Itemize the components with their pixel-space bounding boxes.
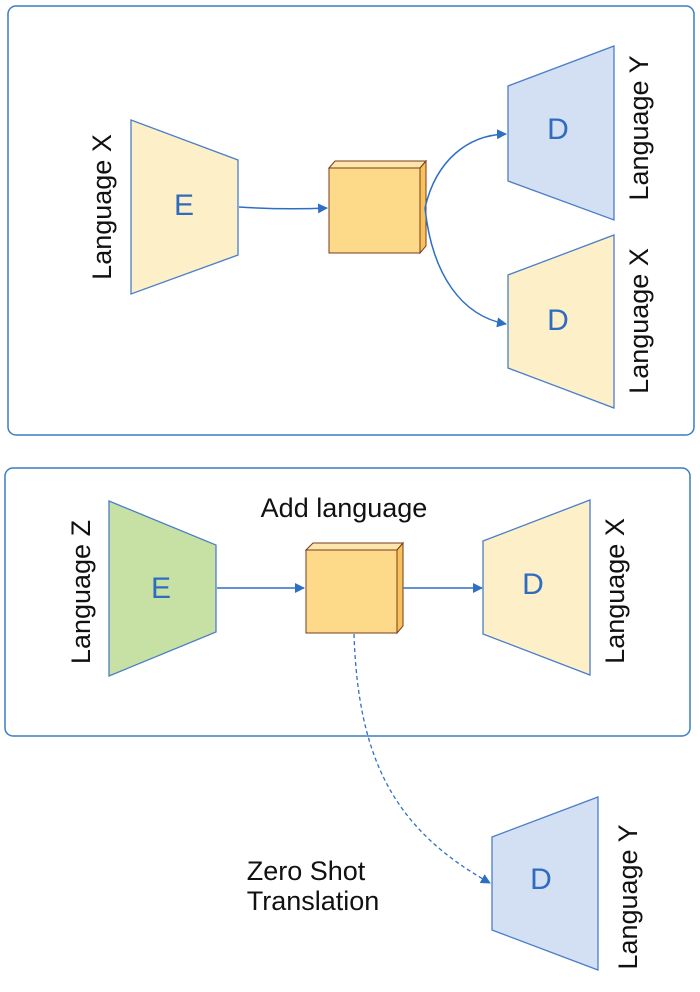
top-latent-cube-top [327,160,428,169]
bottom-panel: Add language E Language Z D Language X [4,467,691,737]
top-decoder-language-x-shape [507,234,615,409]
bottom-encoder-shape [108,500,217,677]
top-edge-latent-to-decoder-x [424,207,507,328]
top-decoder-language-y-shape [507,45,615,221]
top-decoder-language-y-label: Language Y [624,55,654,200]
top-panel: E Language X D Language Y D Language X [7,5,695,436]
top-latent-cube [327,159,428,255]
bottom-decoder-language-x-shape [482,499,591,676]
bottom-latent-cube-side [396,541,404,635]
top-encoder-shape [130,119,239,295]
top-decoder-language-x-label: Language X [624,248,654,394]
zero-shot-decoder-language-y-letter: D [530,863,552,896]
top-decoder-language-y-letter: D [547,113,569,146]
zero-shot-caption-line-2: Translation [247,886,380,916]
top-decoder-language-x-letter: D [547,304,569,337]
bottom-decoder-language-x-label: Language X [600,518,630,664]
bottom-encoder-language-label: Language Z [66,520,96,664]
zero-shot-dashed-edge [353,633,491,884]
top-encoder: E Language X [87,119,239,295]
zero-shot-section: Zero Shot Translation D Language Y [247,633,643,971]
top-encoder-letter: E [174,189,194,222]
top-latent-cube-front [328,167,421,254]
top-edge-encoder-to-latent [238,203,328,214]
bottom-latent-cube-top [304,542,405,551]
bottom-encoder: E Language Z [66,500,217,677]
top-decoder-language-x: D Language X [507,234,654,409]
bottom-panel-frame [4,467,691,737]
bottom-decoder-language-x-letter: D [522,568,544,601]
top-panel-frame [7,5,695,436]
top-decoder-language-y: D Language Y [507,45,654,221]
top-edge-latent-to-decoder-y [424,129,507,209]
bottom-encoder-letter: E [151,572,171,605]
zero-shot-caption-line-1: Zero Shot [247,856,366,886]
add-language-caption: Add language [261,493,428,523]
zero-shot-decoder-language-y-shape [491,796,599,971]
zero-shot-decoder-language-y: D Language Y [491,796,643,971]
zero-shot-decoder-language-y-label: Language Y [613,824,643,969]
bottom-latent-cube [304,541,405,635]
bottom-latent-cube-front [305,549,398,634]
bottom-decoder-language-x: D Language X [482,499,630,676]
top-encoder-language-label: Language X [87,134,117,280]
